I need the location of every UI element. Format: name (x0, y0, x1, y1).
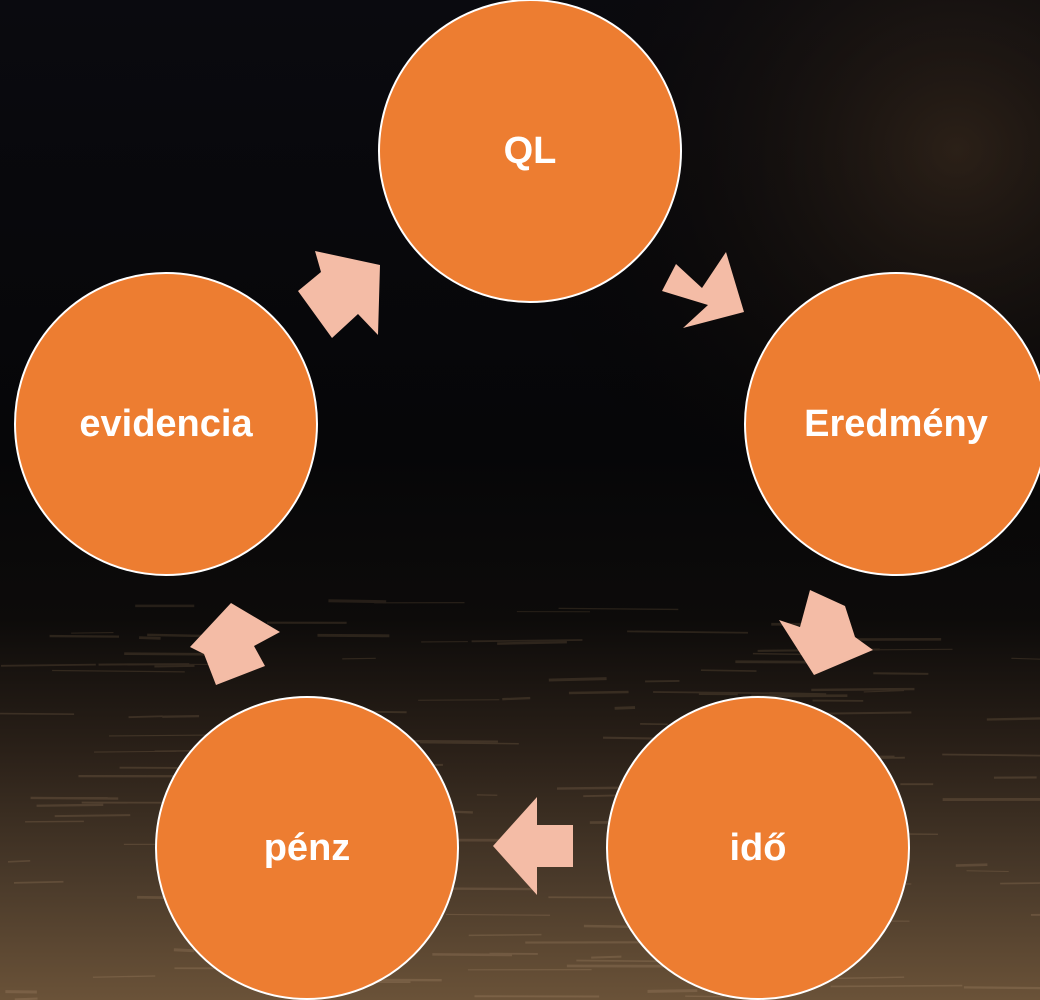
water-ripple (49, 634, 120, 638)
water-ripple (548, 677, 607, 682)
node-ido-label: idő (730, 827, 787, 869)
arrow-penz-to-evidencia (190, 603, 280, 685)
water-ripple (7, 860, 31, 863)
node-eredmeny-label: Eredmény (804, 403, 988, 445)
node-ql[interactable]: QL (378, 0, 682, 303)
water-ripple (173, 948, 195, 953)
node-ido[interactable]: idő (606, 696, 910, 1000)
node-ql-circle (378, 0, 682, 303)
water-ripple (955, 863, 988, 867)
arrows-layer (190, 251, 873, 895)
water-ripple (445, 913, 551, 916)
node-penz-circle (155, 696, 459, 1000)
water-ripple (432, 953, 513, 957)
water-ripple (0, 663, 96, 667)
water-ripple (162, 715, 200, 718)
water-ripple (317, 633, 390, 638)
water-ripple (966, 870, 1009, 873)
water-ripple (328, 599, 387, 604)
water-ripple (812, 711, 912, 715)
water-ripple (685, 995, 724, 998)
water-ripple (52, 669, 185, 673)
water-ripple (139, 636, 161, 640)
water-ripple (36, 803, 104, 807)
water-ripple (497, 640, 567, 645)
water-ripple (873, 672, 929, 675)
water-ripple (834, 976, 905, 980)
water-ripple (54, 814, 131, 818)
water-ripple (942, 753, 1040, 757)
water-ripple (502, 696, 531, 701)
water-ripple (558, 607, 679, 611)
arrow-ido-to-penz (493, 797, 573, 895)
node-evidencia[interactable]: evidencia (14, 272, 318, 576)
water-ripple (128, 715, 163, 719)
water-ripple (700, 669, 757, 672)
water-ripple (647, 989, 698, 993)
water-ripple (591, 955, 622, 959)
node-evidencia-circle (14, 272, 318, 576)
arrow-eredmeny-to-ido (779, 590, 873, 675)
water-ripple (863, 689, 905, 693)
node-ido-circle (606, 696, 910, 1000)
water-ripple (471, 639, 583, 643)
arrow-ql-to-eredmeny (662, 252, 744, 328)
water-ripple (653, 691, 780, 695)
water-ripple (154, 664, 195, 668)
water-ripple (963, 986, 1040, 990)
node-eredmeny[interactable]: Eredmény (744, 272, 1040, 576)
node-penz-label: pénz (264, 827, 351, 869)
water-ripple (13, 880, 64, 884)
water-ripple (71, 632, 114, 634)
water-ripple (468, 933, 542, 937)
water-ripple (418, 699, 500, 701)
node-evidencia-label: evidencia (79, 403, 253, 445)
water-ripple (14, 997, 38, 1000)
water-ripple (342, 657, 376, 660)
node-penz[interactable]: pénz (155, 696, 459, 1000)
water-ripple (92, 975, 156, 978)
node-ql-label: QL (504, 130, 557, 172)
water-ripple (419, 741, 519, 745)
water-ripple (614, 706, 636, 710)
water-ripple (108, 734, 212, 737)
water-ripple (1011, 657, 1040, 660)
water-ripple (645, 679, 680, 683)
water-ripple (576, 959, 659, 963)
water-ripple (830, 984, 963, 988)
water-ripple (986, 717, 1040, 721)
water-ripple (811, 687, 915, 692)
water-ripple (568, 690, 629, 695)
water-ripple (583, 794, 618, 798)
node-eredmeny-circle (744, 272, 1040, 576)
water-ripple (30, 796, 119, 800)
water-ripple (0, 712, 75, 716)
water-ripple (627, 630, 748, 634)
arrow-evidencia-to-ql (298, 251, 380, 338)
